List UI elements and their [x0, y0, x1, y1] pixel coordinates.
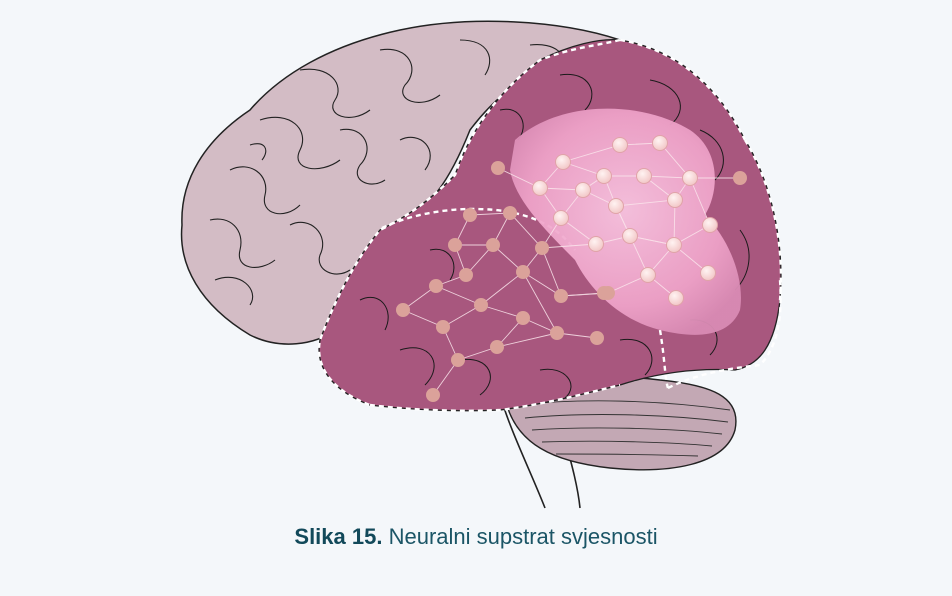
neuron-node: [436, 320, 450, 334]
neuron-node: [609, 199, 624, 214]
neuron-node: [535, 241, 549, 255]
figure-caption: Slika 15. Neuralni supstrat svjesnosti: [0, 524, 952, 550]
neuron-node: [623, 229, 638, 244]
neuron-node: [653, 136, 668, 151]
neuron-node: [701, 266, 716, 281]
brain-illustration: [0, 0, 952, 510]
neuron-node: [556, 155, 571, 170]
neuron-node: [590, 331, 604, 345]
figure-caption-text: Neuralni supstrat svjesnosti: [389, 524, 658, 549]
neuron-node: [554, 289, 568, 303]
neuron-node: [641, 268, 656, 283]
neuron-node: [463, 208, 477, 222]
neuron-node: [503, 206, 517, 220]
figure-label: Slika 15.: [294, 524, 382, 549]
neuron-node: [448, 238, 462, 252]
neuron-node: [516, 311, 530, 325]
neuron-node: [426, 388, 440, 402]
neuron-node: [474, 298, 488, 312]
neuron-node: [613, 138, 628, 153]
neuron-node: [550, 326, 564, 340]
neuron-node: [554, 211, 569, 226]
neuron-node: [459, 268, 473, 282]
neuron-node: [683, 171, 698, 186]
neuron-node: [703, 218, 718, 233]
neuron-node: [486, 238, 500, 252]
neuron-node: [533, 181, 548, 196]
neuron-node: [597, 169, 612, 184]
neuron-node: [491, 161, 505, 175]
neuron-node: [668, 193, 683, 208]
neuron-node: [396, 303, 410, 317]
neuron-node: [490, 340, 504, 354]
neuron-node: [601, 286, 615, 300]
neuron-node: [733, 171, 747, 185]
neuron-node: [429, 279, 443, 293]
neuron-node: [516, 265, 530, 279]
neuron-node: [589, 237, 604, 252]
neuron-node: [637, 169, 652, 184]
neuron-node: [576, 183, 591, 198]
neuron-node: [667, 238, 682, 253]
neuron-node: [451, 353, 465, 367]
neuron-node: [669, 291, 684, 306]
